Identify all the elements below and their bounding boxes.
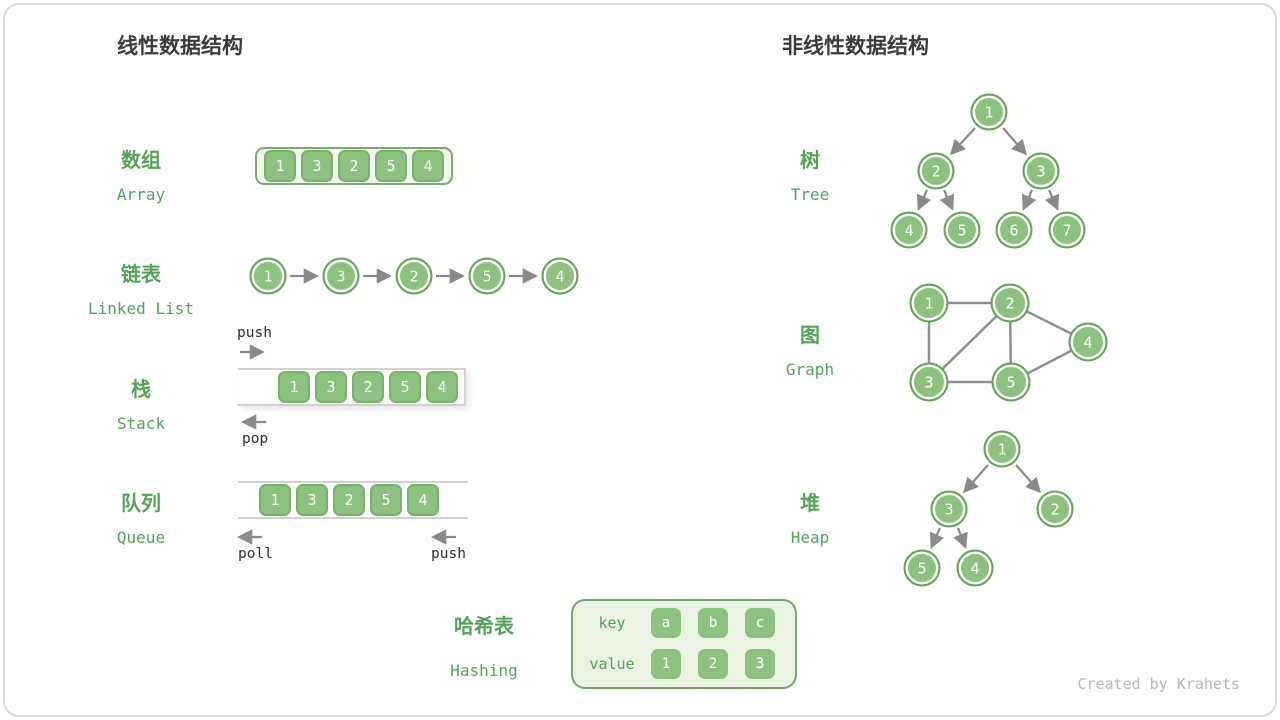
array-label-en: Array [116,185,166,204]
graph-label-zh: 图 [800,325,820,347]
array-cell: 3 [301,150,333,182]
array-cell: 2 [338,150,370,182]
linked-list-node: 5 [468,257,506,295]
hash-label: 哈希表 Hashing [424,610,544,680]
queue-cell: 1 [259,484,291,516]
heap-node: 5 [903,549,941,587]
tree-node: 5 [943,211,981,249]
hash-key-cell: a [651,608,681,638]
stack-label-en: Stack [116,414,166,433]
tree-node: 2 [917,152,955,190]
hash-value-cell: 2 [698,649,728,679]
heap-node: 3 [930,490,968,528]
array-cell: 1 [264,150,296,182]
queue-push-label: push [431,546,466,562]
stack-label-zh: 栈 [131,379,151,401]
hash-value-row-label: value [589,655,635,673]
heap-label: 堆 Heap [755,487,865,547]
linked-list-label-en: Linked List [88,299,194,318]
nonlinear-section-title: 非线性数据结构 [782,35,929,58]
heap-label-zh: 堆 [800,493,820,515]
queue-cell: 5 [370,484,402,516]
heap-label-en: Heap [790,528,830,547]
linear-section-title: 线性数据结构 [117,35,243,58]
heap-node: 2 [1036,490,1074,528]
stack-cell: 3 [315,371,347,403]
hash-value-cell: 1 [651,649,681,679]
array-cell: 5 [375,150,407,182]
graph-node: 1 [909,283,949,323]
linked-list-label: 链表 Linked List [66,258,216,318]
array-container: 1 3 2 5 4 [255,147,453,185]
array-label-zh: 数组 [121,150,161,172]
graph-node: 4 [1068,322,1108,362]
linked-list-node: 1 [249,257,287,295]
tree-node: 1 [970,93,1008,131]
heap-node: 1 [983,430,1021,468]
graph-node: 2 [990,283,1030,323]
stack-cells: 1 3 2 5 4 [278,371,458,403]
tree-label-en: Tree [790,185,830,204]
tree-node: 7 [1048,211,1086,249]
graph-label-en: Graph [785,360,835,379]
graph-label: 图 Graph [755,319,865,379]
stack-cell: 4 [426,371,458,403]
queue-label: 队列 Queue [86,487,196,547]
credit-text: Created by Krahets [1077,675,1240,693]
stack-cell: 1 [278,371,310,403]
linked-list-label-zh: 链表 [121,264,161,286]
stack-push-label: push [237,325,272,341]
hash-key-cell: b [698,608,728,638]
queue-container [238,481,468,519]
tree-node: 4 [890,211,928,249]
array-cell: 4 [412,150,444,182]
linked-list-node: 3 [322,257,360,295]
stack-cell: 5 [389,371,421,403]
array-label: 数组 Array [86,144,196,204]
queue-cell: 2 [333,484,365,516]
heap-node: 4 [956,549,994,587]
stack-label: 栈 Stack [86,373,196,433]
tree-node: 6 [995,211,1033,249]
linked-list-node: 2 [395,257,433,295]
hash-key-row-label: key [598,614,626,632]
queue-poll-label: poll [238,546,273,562]
queue-label-zh: 队列 [121,493,161,515]
tree-label: 树 Tree [755,144,865,204]
stack-pop-label: pop [242,431,269,447]
linked-list-node: 4 [541,257,579,295]
tree-node: 3 [1022,152,1060,190]
hash-value-cell: 3 [745,649,775,679]
queue-cells: 1 3 2 5 4 [259,484,439,516]
hash-key-cell: c [745,608,775,638]
hash-label-en: Hashing [450,661,518,680]
queue-cell: 3 [296,484,328,516]
queue-cell: 4 [407,484,439,516]
hash-label-zh: 哈希表 [454,616,514,638]
queue-label-en: Queue [116,528,166,547]
graph-node: 5 [991,362,1031,402]
stack-cell: 2 [352,371,384,403]
tree-label-zh: 树 [800,150,820,172]
graph-node: 3 [909,362,949,402]
